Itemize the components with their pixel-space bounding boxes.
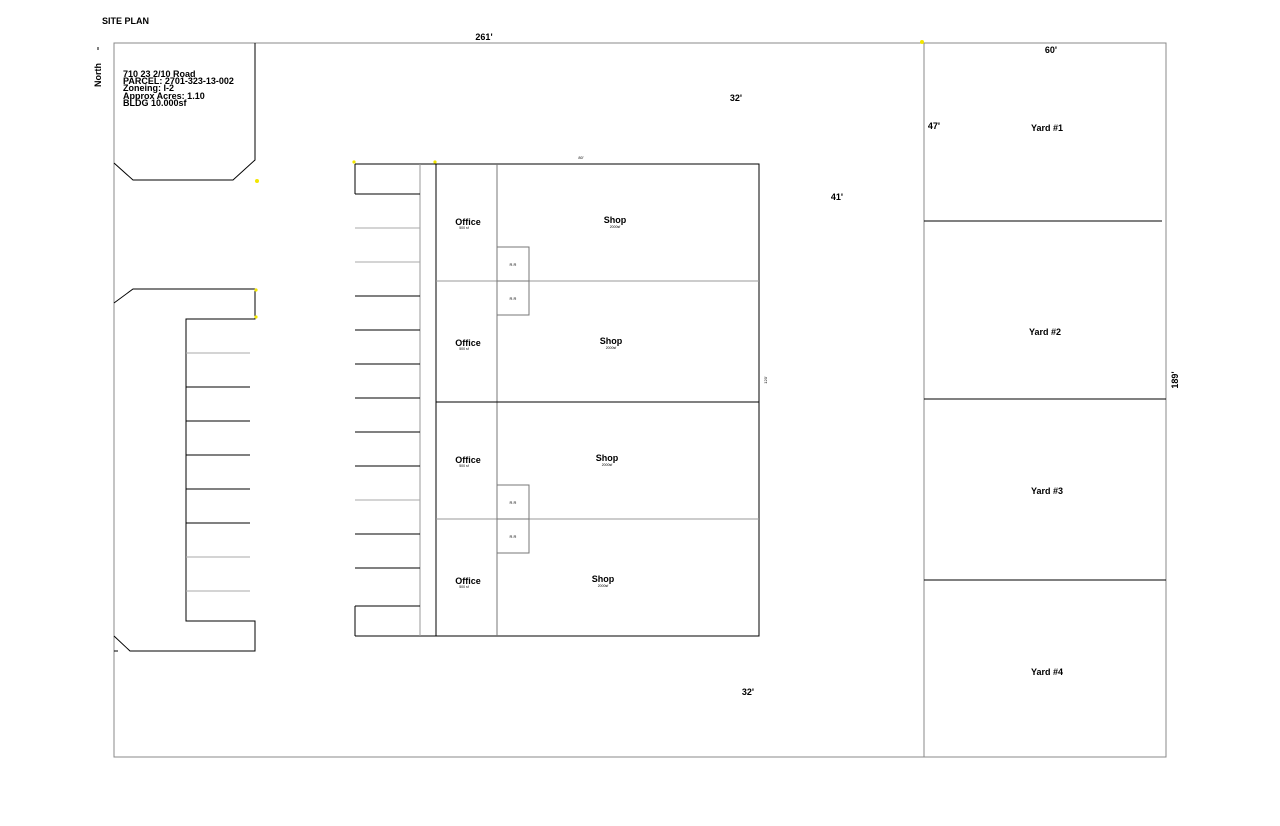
parcel-building-area: BLDG 10.000sf [123,98,188,108]
survey-marker [352,160,356,164]
survey-marker [255,179,259,183]
shop-area: 2000sf [610,225,621,229]
west-parking-stalls [186,352,250,592]
restroom-label: R.R [510,296,517,301]
yard-gap-dimension: 47' [928,121,940,131]
top-setback-dimension: 32' [730,93,742,103]
yard-label: Yard #3 [1031,486,1063,496]
survey-marker [920,40,924,44]
east-setback-dimension: 41' [831,192,843,202]
property-boundary [113,42,1167,758]
shop-area: 2000sf [598,584,609,588]
west-parking-island [113,288,256,652]
parcel-address: 710 23 2/10 Road [123,69,196,79]
building-outline [435,163,760,637]
office-area: 500 sf [459,226,469,230]
parcel-zoning: Zoneing: I-2 [123,83,174,93]
shop-label: Shop [592,574,615,584]
office-area: 500 sf [459,585,469,589]
office-label: Office [455,576,481,586]
restroom-label: R.R [510,500,517,505]
front-parking-stalls [354,163,436,637]
survey-markers [254,40,924,319]
restroom-label: R.R [510,534,517,539]
yard-label: Yard #1 [1031,123,1063,133]
office-area: 500 sf [459,347,469,351]
shop-label: Shop [600,336,623,346]
west-curb-top [113,43,256,181]
office-area: 500 sf [459,464,469,468]
building-depth-label: 120' [763,376,768,384]
top-width-dimension: 261' [475,32,492,42]
shop-area: 2000sf [606,346,617,350]
survey-marker [254,315,258,319]
yard-label: Yard #4 [1031,667,1063,677]
north-label: North [93,63,103,87]
office-label: Office [455,217,481,227]
parcel-acres: Approx Acres: 1.10 [123,91,205,101]
bottom-setback-dimension: 32' [742,687,754,697]
yard-width-dimension: 60' [1045,45,1057,55]
restroom-label: R.R [510,262,517,267]
survey-marker [254,288,258,292]
survey-marker [433,160,437,164]
site-plan-title: SITE PLAN [102,16,149,26]
right-height-dimension: 189' [1170,371,1180,388]
office-label: Office [455,455,481,465]
yard-label: Yard #2 [1029,327,1061,337]
shop-label: Shop [604,215,627,225]
parcel-number: PARCEL: 2701-323-13-002 [123,76,234,86]
building-width-label: 80' [578,155,583,160]
shop-label: Shop [596,453,619,463]
office-label: Office [455,338,481,348]
shop-area: 2000sf [602,463,613,467]
